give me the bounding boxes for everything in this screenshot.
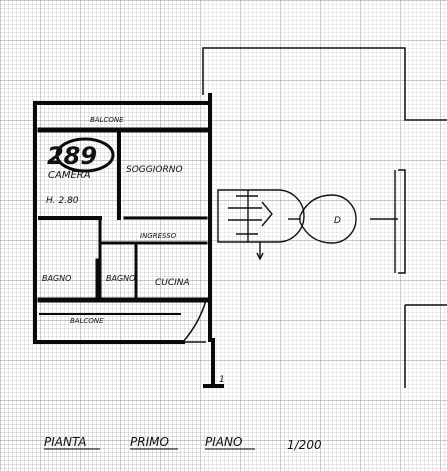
building-outline xyxy=(202,47,447,388)
corner-mark: 1 xyxy=(219,375,225,385)
round-room xyxy=(288,170,398,273)
room-label-soggiorno: SOGGIORNO xyxy=(126,165,183,175)
stamp-circle xyxy=(55,137,115,173)
caption-word-3: PIANO xyxy=(205,435,242,449)
caption-scale: 1/200 xyxy=(287,438,322,452)
room-label-camera: CAMERA xyxy=(48,170,91,181)
room-label-bagno-left: BAGNO xyxy=(42,274,71,283)
apartment-walls xyxy=(33,93,224,388)
door-swings xyxy=(182,299,207,343)
caption-word-2: PRIMO xyxy=(130,435,169,449)
height-note: H. 2.80 xyxy=(46,196,79,206)
stair-mark: D xyxy=(334,216,341,226)
room-label-bagno-right: BAGNO xyxy=(106,274,135,283)
stamp-number: 289 xyxy=(47,142,97,170)
stair-well xyxy=(217,189,305,261)
room-label-ingresso: INGRESSO xyxy=(140,232,177,240)
room-label-balcone-top: BALCONE xyxy=(90,116,124,124)
room-label-cucina: CUCINA xyxy=(155,278,190,288)
caption-word-1: PIANTA xyxy=(44,435,86,449)
room-label-balcone-bottom: BALCONE xyxy=(70,317,104,325)
